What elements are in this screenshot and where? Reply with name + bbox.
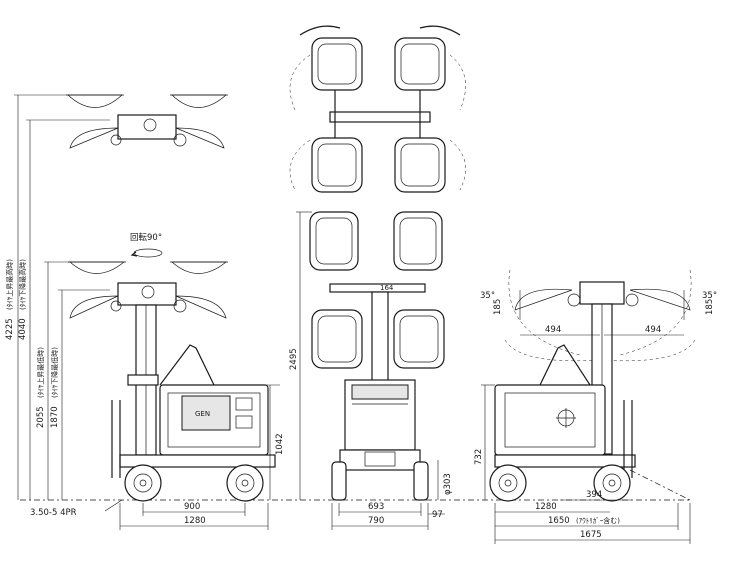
side-height-dims	[14, 94, 280, 500]
dim-wheel-dia: φ303	[443, 473, 453, 495]
rear-total: 1675	[580, 530, 602, 540]
dim-front-height: 2495	[289, 348, 299, 370]
dim-height-max: 4225	[5, 318, 15, 340]
rear-span-right: 494	[645, 325, 661, 335]
dim-front-lamp-width: 164	[380, 284, 394, 292]
rear-outrigger: 1650	[548, 516, 570, 526]
rear-span-left: 494	[545, 325, 561, 335]
dim-height-min-no-tire-note: (ﾀｲﾔ下降最低時)	[50, 347, 59, 398]
tire-spec: 3.50-5 4PR	[30, 508, 77, 518]
panel-text: GEN	[195, 410, 210, 418]
front-view	[309, 211, 445, 501]
rear-offset-right: 185	[705, 299, 715, 315]
dim-front-width: 790	[368, 516, 384, 526]
rear-view	[489, 269, 696, 502]
dim-front-overhang: 97	[432, 510, 443, 520]
side-horizontal-dims	[104, 499, 269, 530]
rear-outrigger-note: (ｱｳﾄﾘｶﾞｰ含む)	[576, 516, 620, 525]
rear-length: 1280	[535, 502, 557, 512]
rear-angle-left: 35°	[480, 291, 495, 301]
rear-offset-left: 185	[493, 299, 503, 315]
rear-dims	[481, 290, 691, 544]
rear-angle-right: 35°	[702, 291, 717, 301]
rear-base-height: 732	[474, 449, 484, 465]
dim-front-wheel-track: 693	[368, 502, 384, 512]
dim-height-max-note: (ﾀｲﾔ上昇最高時)	[5, 259, 14, 310]
rear-gap: 394	[586, 490, 602, 500]
dim-body-height: 1042	[275, 433, 285, 455]
rotation-label: 回転90°	[130, 233, 162, 243]
dim-height-max-no-tire-note: (ﾀｲﾔ下降最高時)	[18, 259, 27, 310]
dim-height-min-no-tire: 1870	[50, 406, 60, 428]
top-view	[289, 25, 466, 193]
dim-height-min: 2055	[36, 406, 46, 428]
dim-wheelbase: 900	[184, 502, 200, 512]
dim-side-length: 1280	[184, 516, 206, 526]
dim-height-max-no-tire: 4040	[18, 318, 28, 340]
dim-height-min-note: (ﾀｲﾔ上昇最低時)	[36, 347, 45, 398]
side-view: GEN	[66, 94, 276, 502]
front-dims	[296, 211, 445, 530]
